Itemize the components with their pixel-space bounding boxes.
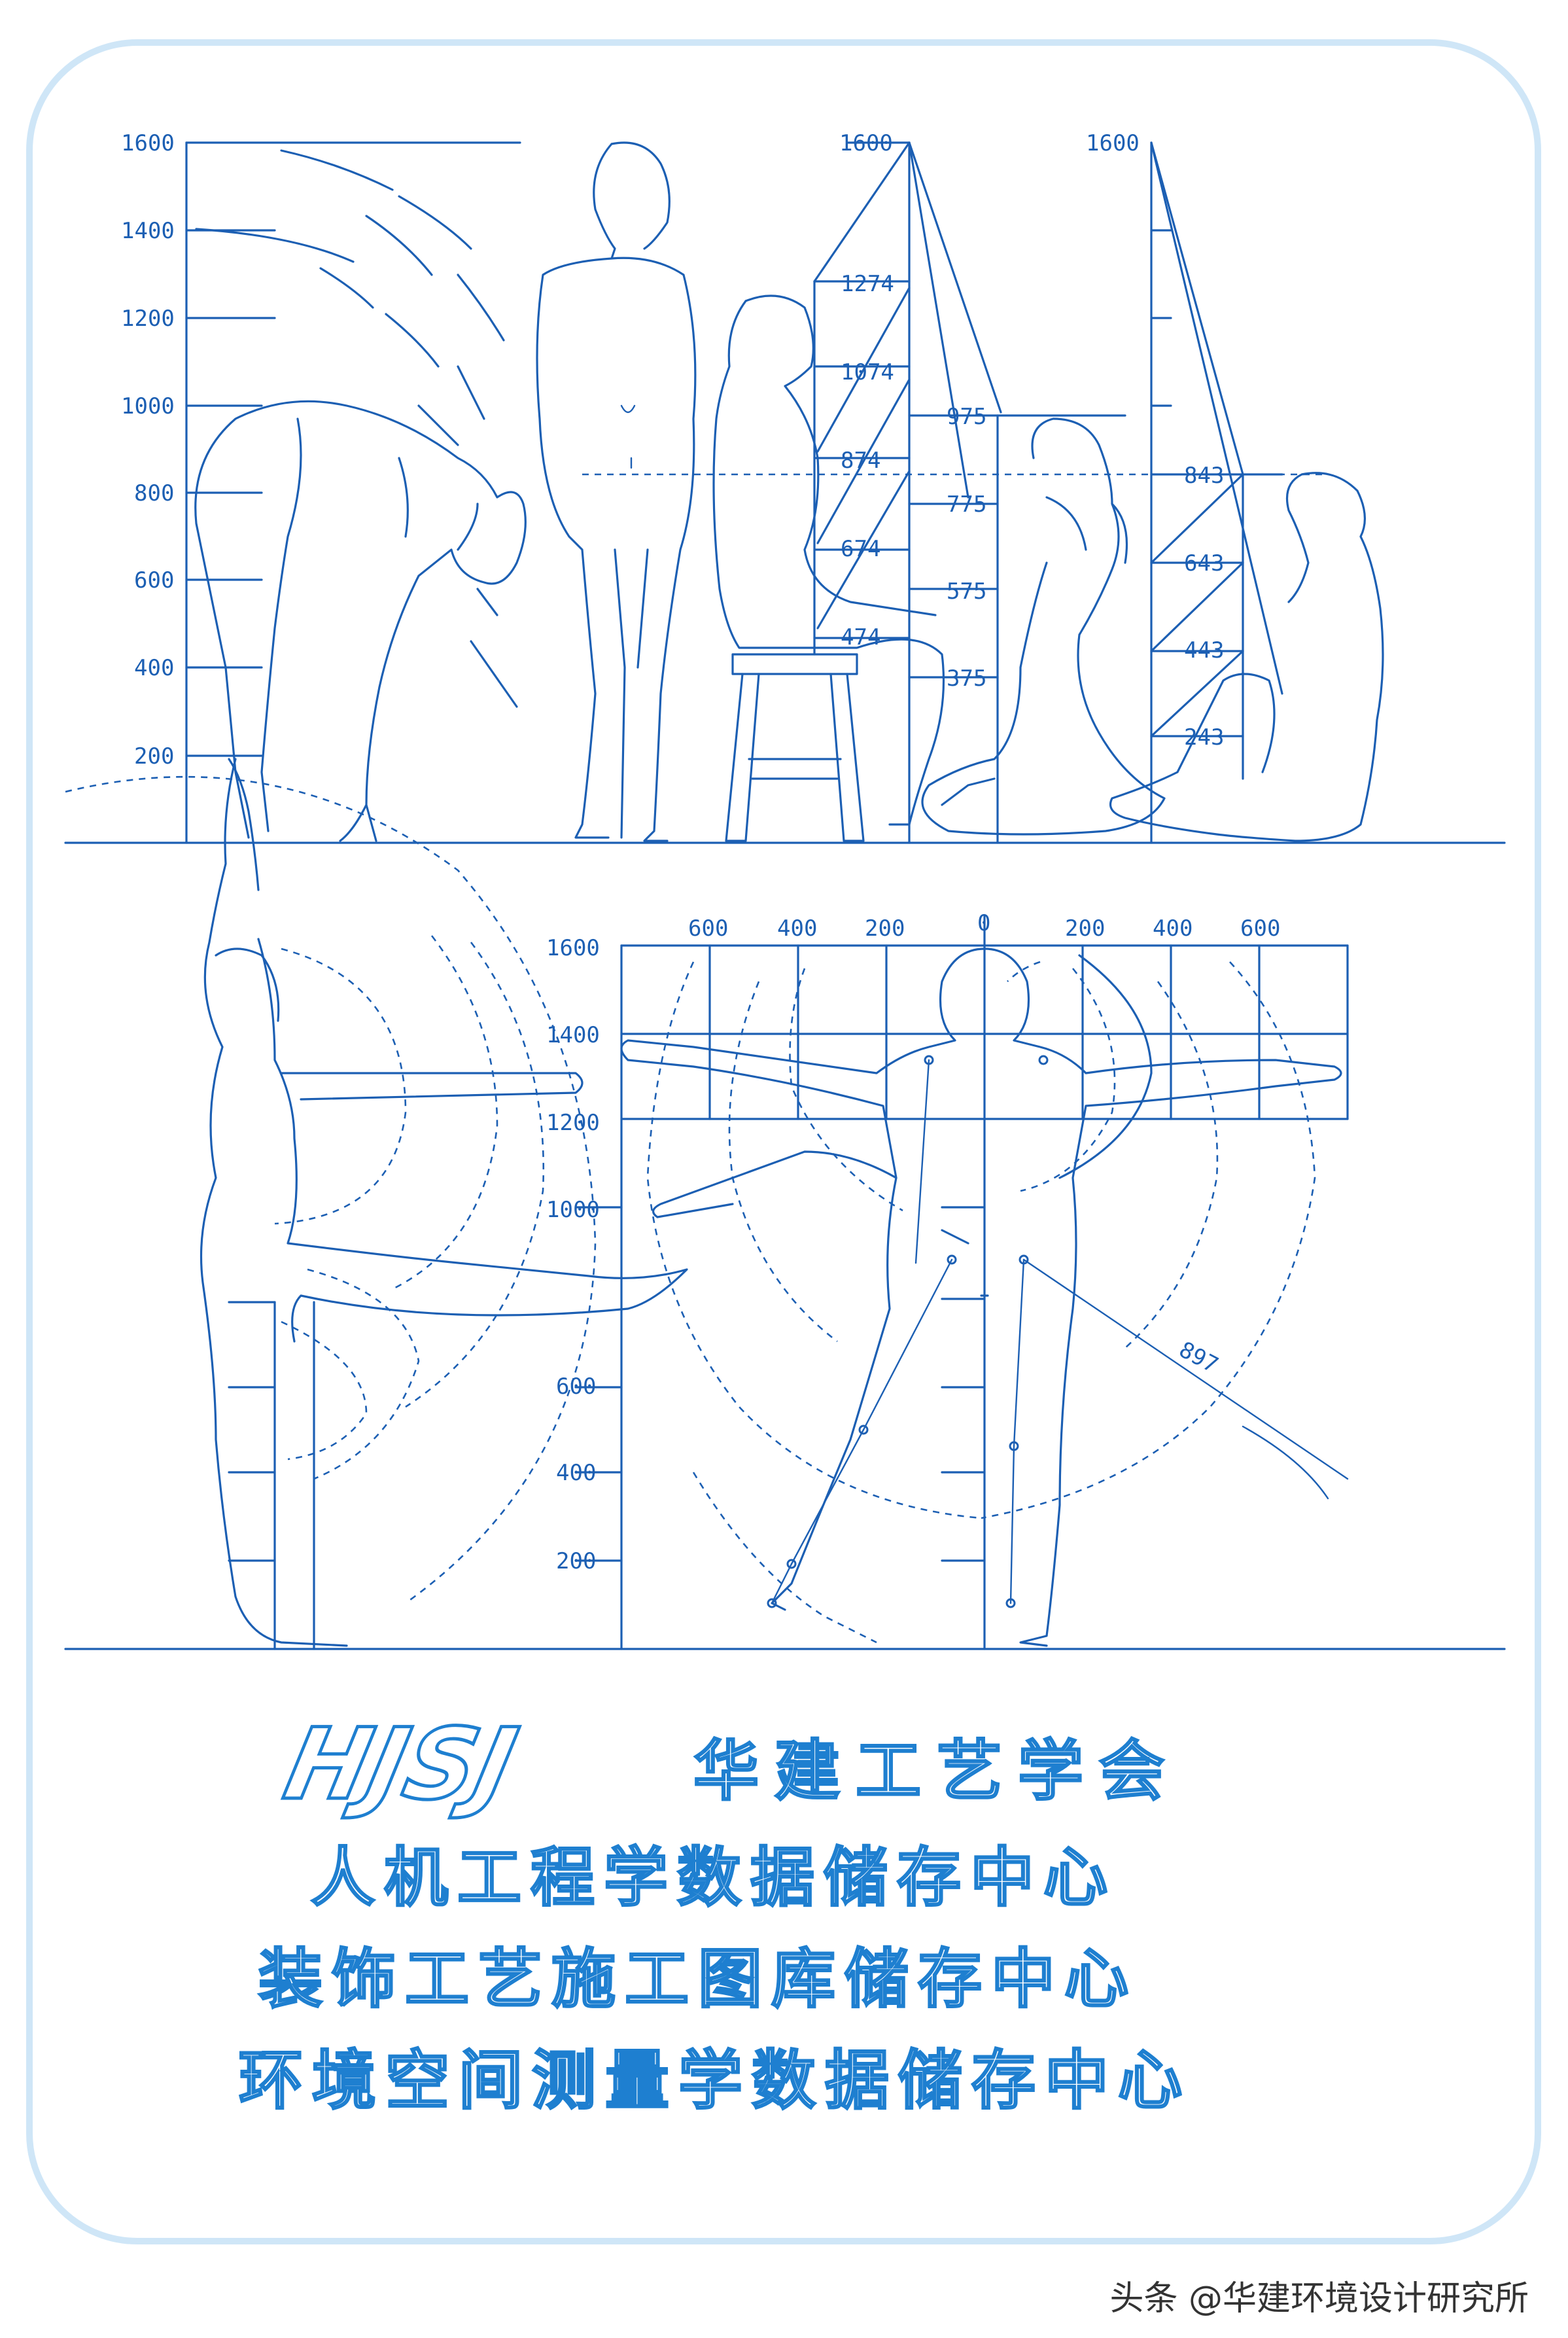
standing-figure	[536, 141, 697, 842]
stair-c-top: 1600	[1086, 130, 1140, 156]
stair-a	[813, 141, 1002, 844]
spread-reach-arcs	[646, 954, 1316, 1644]
stair-b-775: 775	[947, 491, 986, 518]
floor-seated-figure	[1109, 472, 1384, 842]
bottom-tick-200: 200	[556, 1548, 596, 1574]
hjsj-logo: HJSJ	[274, 1707, 527, 1824]
top-tick-1400: 1400	[121, 218, 175, 244]
top-tick-400: 400	[134, 655, 174, 681]
stair-a-1274: 1274	[841, 271, 894, 297]
bottom-tick-1400: 1400	[546, 1022, 600, 1048]
stair-c-843: 843	[1184, 463, 1224, 489]
top-axis-200-right: 200	[1065, 915, 1105, 942]
top-tick-800: 800	[134, 480, 174, 506]
stair-a-top: 1600	[839, 130, 893, 156]
stair-a-474: 474	[841, 624, 880, 650]
bending-figure	[194, 400, 527, 842]
top-tick-1200: 1200	[121, 306, 175, 332]
top-tick-1000: 1000	[121, 393, 175, 419]
bottom-tick-600: 600	[556, 1373, 596, 1400]
society-name: 华建工艺学会	[693, 1732, 1180, 1811]
top-tick-200: 200	[134, 743, 174, 770]
stair-c-643: 643	[1184, 550, 1224, 576]
stool	[725, 653, 865, 842]
stair-a-674: 674	[841, 536, 880, 562]
top-panel: 1600 1400 1200 1000 800 600 400 200	[64, 130, 1506, 844]
ergonomics-data-center: 人机工程学数据储存中心	[309, 1840, 1117, 1917]
bottom-tick-1000: 1000	[546, 1197, 600, 1223]
stair-a-1074: 1074	[841, 359, 894, 385]
space-measurement-center: 环境空间测量学数据储存中心	[237, 2043, 1192, 2119]
stair-c-443: 443	[1184, 637, 1224, 664]
measurement-grid	[574, 915, 1349, 1650]
stair-b-975: 975	[947, 404, 986, 430]
ballet-figure	[200, 758, 688, 1647]
standing-figure-details	[620, 404, 636, 469]
top-axis-600-right: 600	[1240, 915, 1280, 942]
decoration-drawing-center: 装饰工艺施工图库储存中心	[257, 1941, 1138, 2018]
bottom-tick-1200: 1200	[546, 1110, 600, 1136]
top-axis-400-right: 400	[1153, 915, 1193, 942]
left-scale-ticks	[228, 1301, 315, 1650]
top-axis-200-left: 200	[865, 915, 905, 942]
seated-figure	[712, 294, 945, 826]
left-reach-arcs	[65, 775, 597, 1604]
bottom-tick-1600: 1600	[546, 935, 600, 961]
stair-b-375: 375	[947, 665, 986, 692]
top-axis-400-left: 400	[777, 915, 817, 942]
stair-a-874: 874	[841, 448, 880, 474]
toutiao-watermark: 头条 @华建环境设计研究所	[1109, 2279, 1529, 2318]
top-scale-ticks	[185, 141, 521, 757]
top-axis-0: 0	[977, 910, 990, 936]
stair-c	[1150, 141, 1283, 844]
bottom-tick-400: 400	[556, 1460, 596, 1486]
skeleton-links	[767, 1055, 1349, 1608]
top-tick-600: 600	[134, 567, 174, 593]
reach-length-label: 897	[1175, 1337, 1223, 1379]
top-tick-1600: 1600	[121, 130, 175, 156]
stair-b	[908, 414, 1126, 844]
top-axis-600-left: 600	[688, 915, 728, 942]
stair-b-575: 575	[947, 578, 986, 605]
rounded-frame	[26, 39, 1541, 2244]
bottom-panel: 1600 1400 1200 1000 600 400 200 600 400 …	[64, 758, 1506, 1650]
spread-figure	[620, 948, 1342, 1647]
reach-arc-strokes	[195, 149, 518, 708]
kneeling-figure	[921, 417, 1166, 836]
